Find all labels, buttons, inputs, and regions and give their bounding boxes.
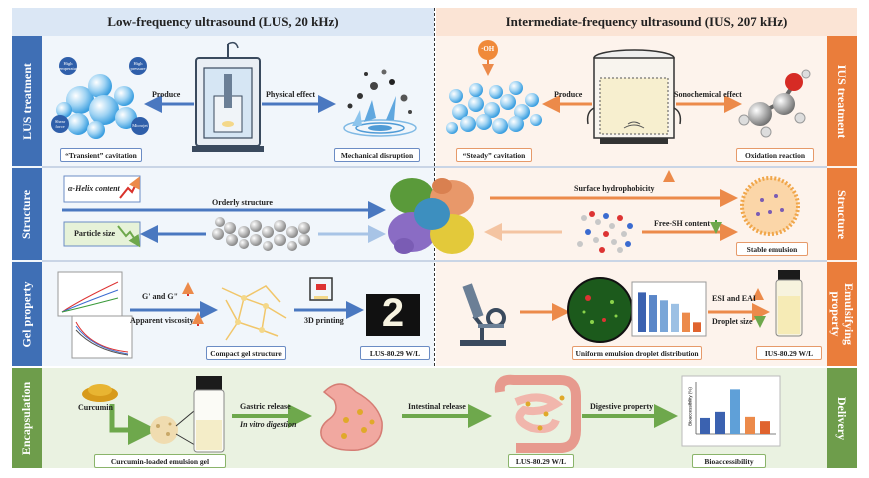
bioaccessibility-bar <box>715 411 725 434</box>
ius-reactor <box>586 49 682 144</box>
row-separator-2 <box>42 260 827 262</box>
emulsifying-bar <box>649 295 657 332</box>
emulsifying-bar <box>660 300 668 332</box>
rheology-plots <box>57 271 133 359</box>
stable-emulsion-box: Stable emulsion <box>736 242 808 256</box>
in-vitro-label: In vitro digestion <box>240 420 297 429</box>
emulsion-gel-sample <box>150 405 201 449</box>
particle-size-down-arrow <box>117 225 141 248</box>
side-label-lus-treatment: LUS treatment <box>12 36 42 166</box>
droplet-size-label: Droplet size <box>712 317 753 326</box>
free-sh-label: Free-SH content <box>654 219 711 228</box>
bioaccessibility-bar <box>700 417 710 434</box>
oh-radical <box>478 40 498 76</box>
side-label-emulsifying-property: Emulsifying property <box>827 262 857 366</box>
g-prime-label: G' and G" <box>142 292 179 301</box>
bubble-label-high-pressure: High pressure <box>130 61 146 71</box>
digestive-property-label: Digestive property <box>590 402 654 411</box>
transient-cavitation-box: “Transient” cavitation <box>60 148 142 162</box>
bioaccessibility-bar <box>730 389 740 434</box>
uniform-emulsion-box: Uniform emulsion droplet distribution <box>572 346 702 360</box>
oh-radical-label: ·OH <box>481 45 495 53</box>
emulsifying-bar <box>671 303 679 332</box>
side-label-gel-property: Gel property <box>12 262 42 366</box>
side-label-structure-right: Structure <box>827 168 857 260</box>
right-header-title: Intermediate-frequency ultrasound (IUS, … <box>505 14 788 29</box>
side-label-structure-left: Structure <box>12 168 42 260</box>
grey-particles <box>212 217 310 251</box>
ius-label-emulsion: IUS-80.29 W/L <box>756 346 822 360</box>
steady-bubbles <box>446 81 542 134</box>
curcumin-arrow <box>109 404 158 445</box>
compact-gel-box: Compact gel structure <box>206 346 286 360</box>
curcumin-powder <box>82 384 118 402</box>
unfolded-molecule <box>577 211 633 253</box>
particle-size-label: Particle size <box>74 229 116 238</box>
cavitation-effect-dots <box>51 57 149 135</box>
emulsifying-bar <box>638 292 646 332</box>
gel-network <box>221 285 287 341</box>
alpha-helix-up-arrow <box>119 176 140 199</box>
apparent-viscosity-label: Apparent viscosity <box>130 316 194 325</box>
microscope-icon <box>460 283 506 346</box>
mechanical-disruption-splash <box>343 69 417 137</box>
bubble-label-shear-force: Shear force <box>54 119 66 129</box>
bioaccessibility-bar <box>760 421 770 434</box>
3d-printer-icon <box>309 277 333 301</box>
intestinal-release-label: Intestinal release <box>408 402 466 411</box>
bioaccessibility-axis-label: Bioaccessibility (%) <box>687 387 693 426</box>
emulsion-bar-chart <box>631 281 707 337</box>
oxidation-reaction-box: Oxidation reaction <box>736 148 814 162</box>
side-label-encapsulation: Encapsulation <box>12 368 42 468</box>
side-label-ius-treatment: IUS treatment <box>827 36 857 166</box>
gel-vial <box>193 376 225 453</box>
gastric-release-label: Gastric release <box>240 402 291 411</box>
stable-emulsion-droplet <box>740 176 800 236</box>
left-header-title: Low-frequency ultrasound (LUS, 20 kHz) <box>107 14 339 29</box>
emulsion-micrograph <box>567 277 633 343</box>
orderly-structure-label: Orderly structure <box>212 198 273 207</box>
lus-label-delivery: LUS-80.29 W/L <box>508 454 574 468</box>
transient-bubbles <box>56 74 137 139</box>
row-separator-1 <box>42 166 827 168</box>
alpha-helix-label: α-Helix content <box>68 184 120 193</box>
bubble-label-microjet: Microjet <box>132 123 148 128</box>
produce-label-right: Produce <box>554 90 583 99</box>
oxidized-molecule <box>738 69 811 138</box>
printed-digit: 2 <box>381 291 405 335</box>
protein-structure <box>388 178 474 254</box>
emulsifying-bar <box>682 312 690 332</box>
esi-eai-label: ESI and EAI <box>712 294 757 303</box>
steady-cavitation-box: “Steady” cavitation <box>456 148 532 162</box>
right-header-bg <box>436 8 857 36</box>
printed-sample-bg <box>366 294 420 336</box>
produce-label-left: Produce <box>152 90 181 99</box>
surface-hydrophobicity-label: Surface hydrophobicity <box>574 184 655 193</box>
3d-printing-label: 3D printing <box>304 316 344 325</box>
bioaccessibility-box: Bioaccessibility <box>692 454 766 468</box>
intestine-illustration <box>494 374 581 453</box>
alpha-helix-box <box>63 175 141 203</box>
curcumin-label: Curcumin <box>78 403 113 412</box>
left-header-bg <box>12 8 434 36</box>
bioaccessibility-bar <box>745 416 755 434</box>
emulsion-vial <box>775 270 803 337</box>
curcumin-gel-box: Curcumin-loaded emulsion gel <box>94 454 226 468</box>
emulsifying-bar <box>693 322 701 332</box>
lus-sonicator <box>192 41 264 152</box>
lus-label-gel: LUS-80.29 W/L <box>360 346 430 360</box>
mechanical-disruption-box: Mechanical disruption <box>334 148 420 162</box>
bubble-label-high-temperature: High temperature <box>58 61 80 71</box>
stomach-illustration <box>320 383 383 451</box>
bioaccessibility-chart <box>681 375 781 447</box>
sonochemical-effect-label: Sonochemical effect <box>674 90 742 99</box>
physical-effect-label: Physical effect <box>266 90 316 99</box>
side-label-delivery: Delivery <box>827 368 857 468</box>
